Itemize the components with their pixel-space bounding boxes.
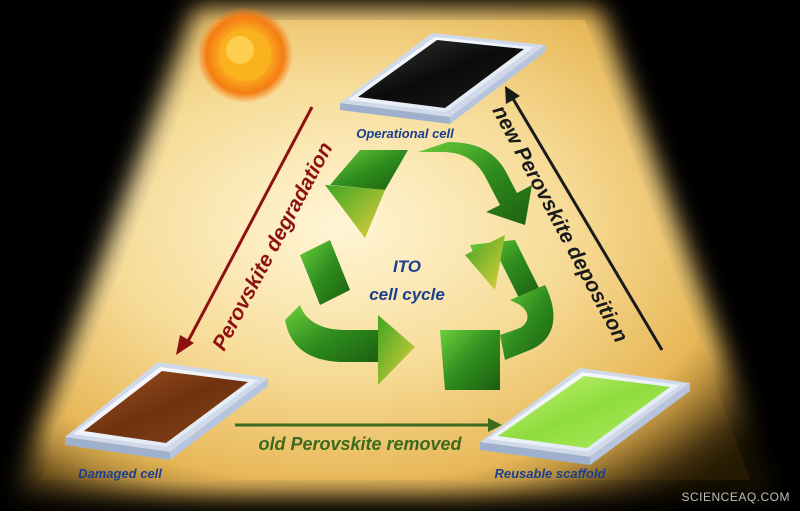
- recycle-icon: [285, 142, 554, 390]
- reusable-scaffold-label: Reusable scaffold: [494, 466, 606, 481]
- center-label-line2: cell cycle: [369, 285, 445, 304]
- operational-cell-label: Operational cell: [356, 126, 454, 141]
- deposition-arrow: [505, 86, 664, 351]
- reusable-scaffold-icon: [480, 368, 690, 465]
- degradation-arrow: [176, 106, 314, 355]
- operational-cell-icon: [340, 33, 545, 124]
- damaged-cell-icon: [65, 362, 268, 460]
- watermark: SCIENCEAQ.COM: [681, 490, 790, 504]
- damaged-cell-label: Damaged cell: [78, 466, 162, 481]
- removed-arrow: [235, 418, 502, 432]
- removed-label: old Perovskite removed: [258, 434, 462, 454]
- center-label-line1: ITO: [393, 257, 421, 276]
- sun-icon: [197, 7, 293, 103]
